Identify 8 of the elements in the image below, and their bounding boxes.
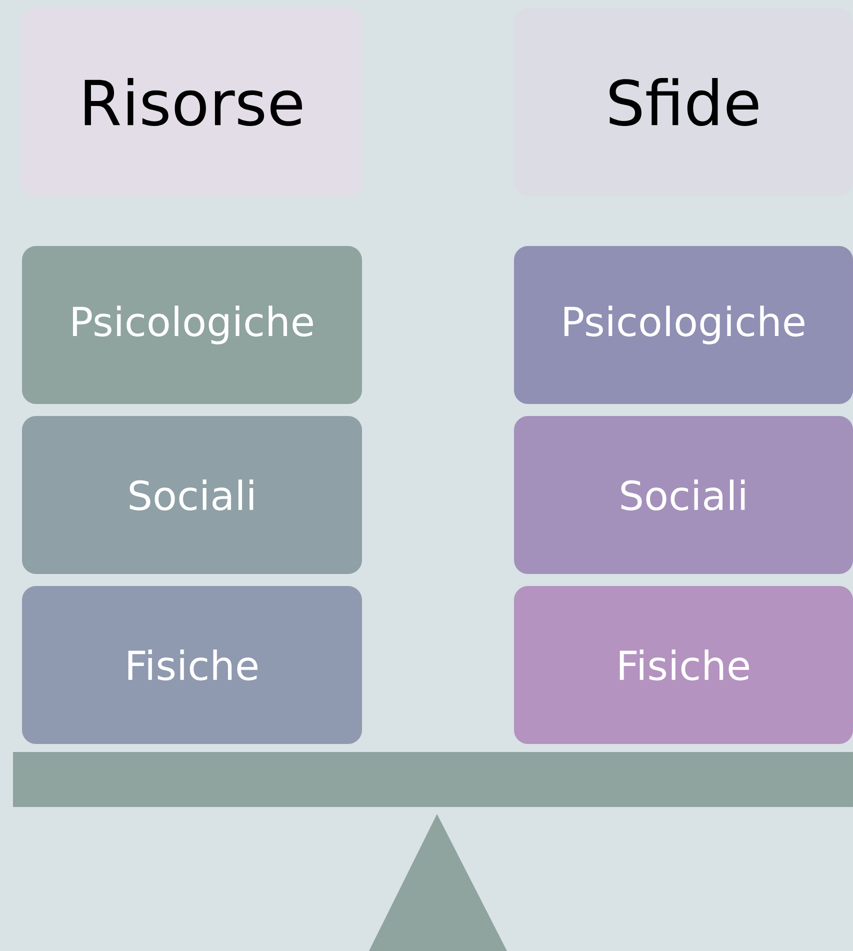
category-box: Psicologiche (22, 246, 362, 404)
category-box: Fisiche (22, 586, 362, 744)
category-box: Fisiche (514, 586, 853, 744)
category-box: Sociali (22, 416, 362, 574)
category-box: Sociali (514, 416, 853, 574)
category-box: Psicologiche (514, 246, 853, 404)
header-box: Sfide (514, 8, 853, 196)
header-box: Risorse (22, 8, 362, 196)
